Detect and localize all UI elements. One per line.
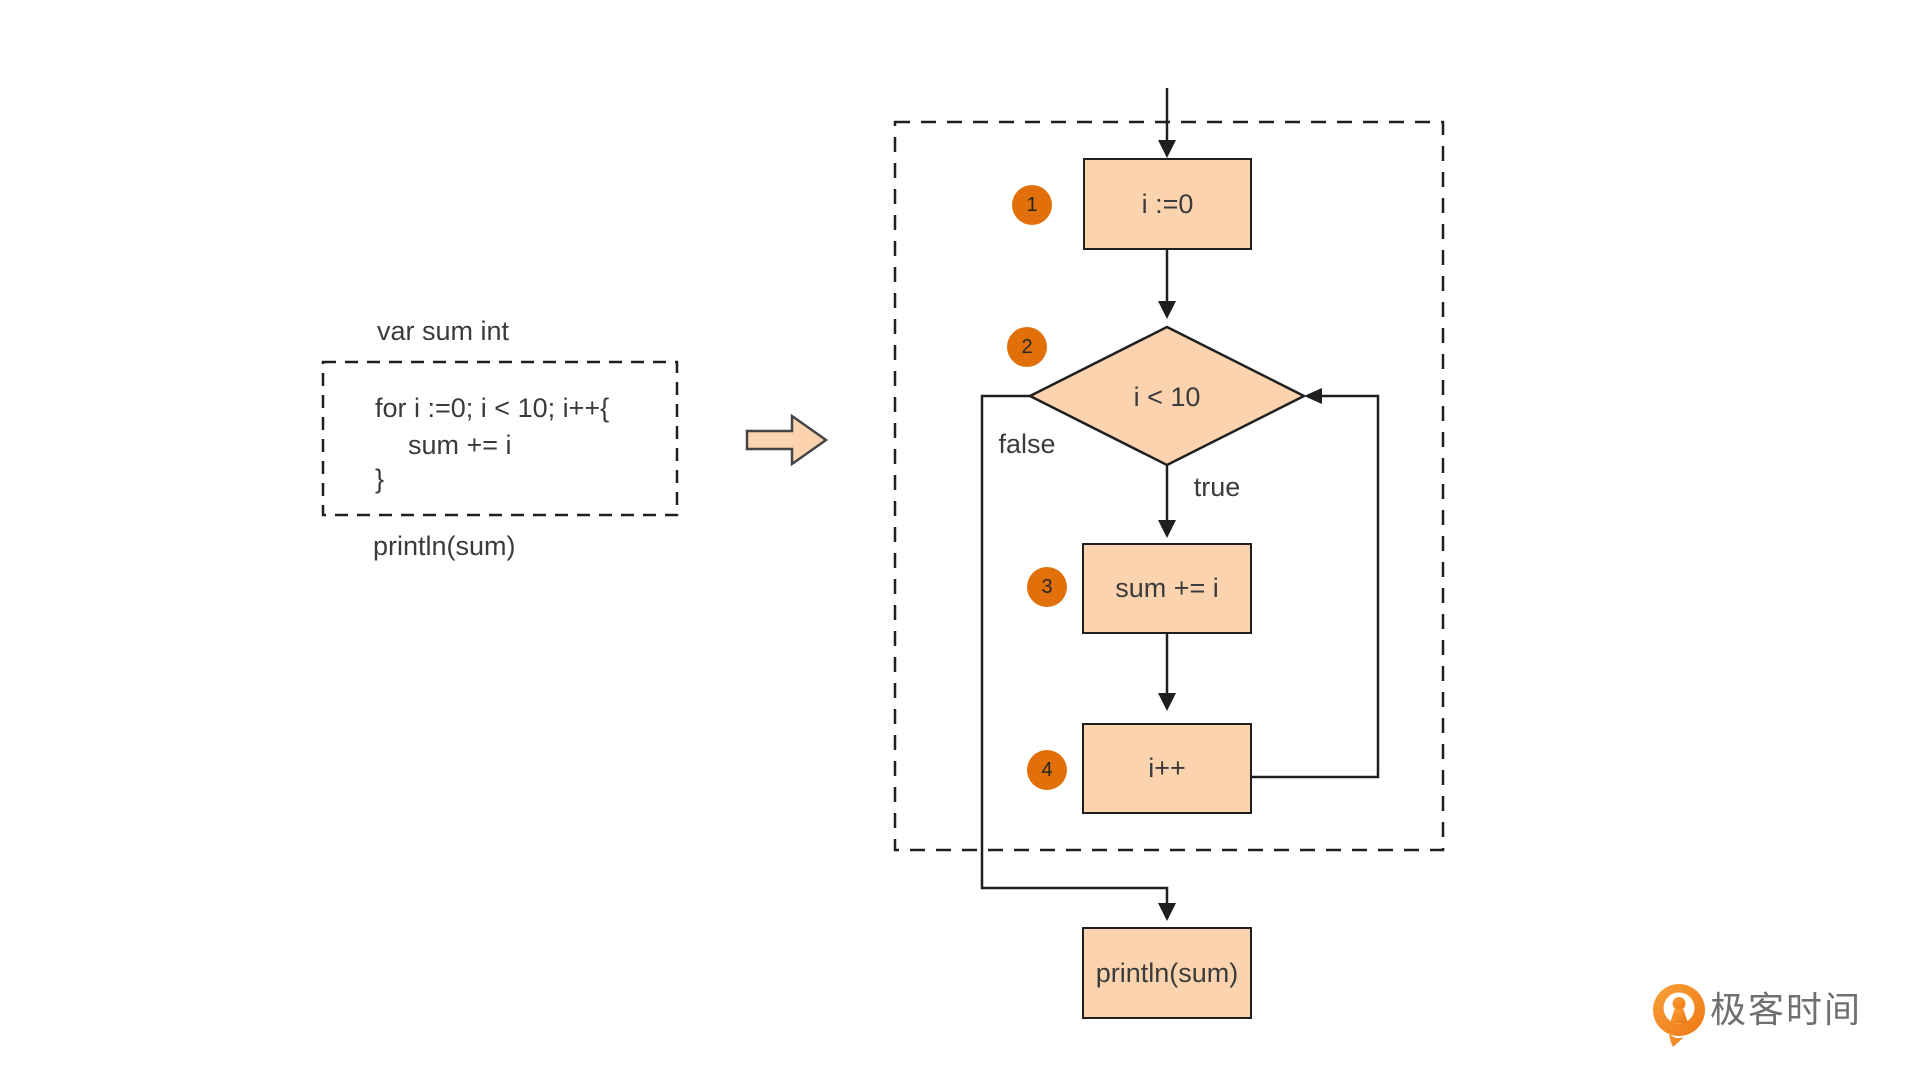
flow-node-print-label: println(sum) [1095,957,1239,988]
code-print-line: println(sum) [373,531,516,561]
loop-scope-dashed-border [893,120,1445,852]
arrowhead-loopback [1304,388,1322,404]
flow-node-print: println(sum) [1082,927,1252,1019]
arrowhead-into-step4 [1158,693,1176,711]
flow-node-sum-label: sum += i [1115,573,1219,603]
flow-node-increment: i++ [1082,723,1252,814]
false-branch-line [980,394,1169,904]
code-loop-dashed-box [321,360,679,517]
code-body-line: sum += i [408,430,512,460]
entry-arrowhead [1158,140,1176,158]
transform-arrow-icon [745,413,829,467]
step-badge-1: 1 [1012,185,1052,225]
flow-node-increment-label: i++ [1148,753,1186,783]
branch-label-false: false [998,429,1056,459]
arrowhead-into-decision [1158,301,1176,319]
flow-node-condition-label: i < 10 [1133,381,1201,412]
code-for-line: for i :=0; i < 10; i++{ [375,393,610,423]
flow-node-init: i :=0 [1083,158,1252,250]
loopback-line [1252,394,1380,779]
step-badge-2: 2 [1007,327,1047,367]
geektime-logo-icon [1653,984,1705,1047]
code-close-brace: } [375,464,385,494]
arrowhead-into-end [1158,903,1176,921]
flow-node-sum: sum += i [1082,543,1252,634]
arrowhead-true-branch [1158,520,1176,538]
code-declaration: var sum int [377,316,510,346]
geektime-logo-text: 极客时间 [1710,989,1863,1030]
flow-node-init-label: i :=0 [1141,188,1194,219]
step-badge-4: 4 [1027,750,1067,790]
decision-diamond [1027,325,1307,467]
step-badge-3: 3 [1027,567,1067,607]
branch-label-true: true [1193,472,1241,502]
